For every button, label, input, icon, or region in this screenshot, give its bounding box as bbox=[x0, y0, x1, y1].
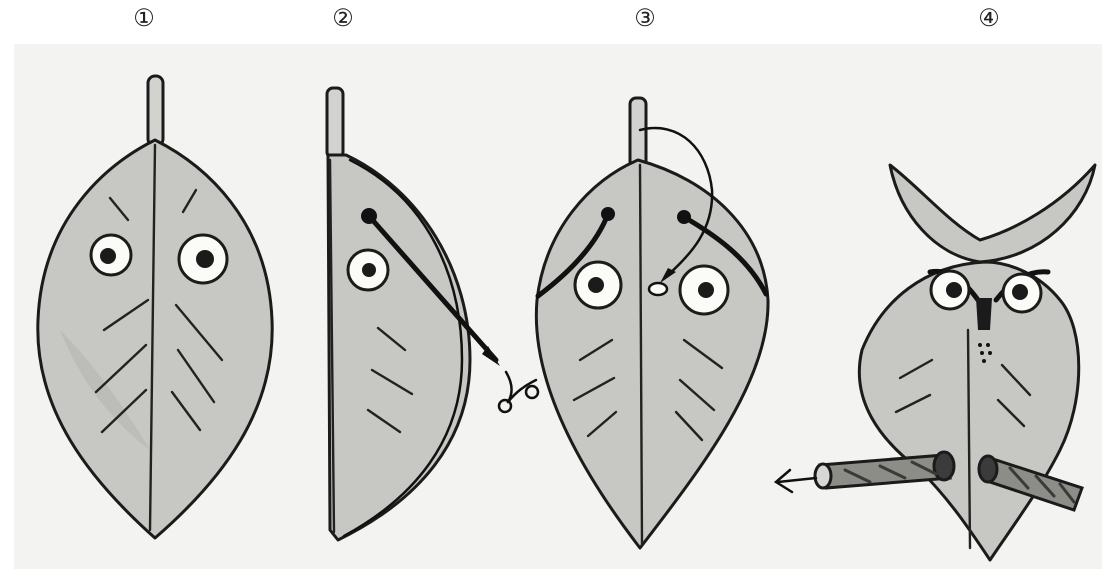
nose-hole bbox=[649, 283, 667, 295]
leaf-stem bbox=[327, 88, 343, 158]
scissors-icon bbox=[499, 372, 538, 412]
folded-leaf-body bbox=[328, 155, 470, 540]
leaf-body bbox=[536, 160, 768, 548]
arrow-left-icon bbox=[776, 470, 816, 492]
leaf-stem bbox=[630, 98, 646, 168]
leaf-stem bbox=[148, 76, 163, 146]
step-1-leaf bbox=[38, 76, 272, 538]
step-2-folded-leaf bbox=[327, 88, 538, 540]
beak bbox=[976, 298, 992, 330]
owl-ears bbox=[890, 165, 1095, 262]
step-3-leaf bbox=[536, 98, 768, 548]
step-4-owl bbox=[776, 165, 1095, 560]
